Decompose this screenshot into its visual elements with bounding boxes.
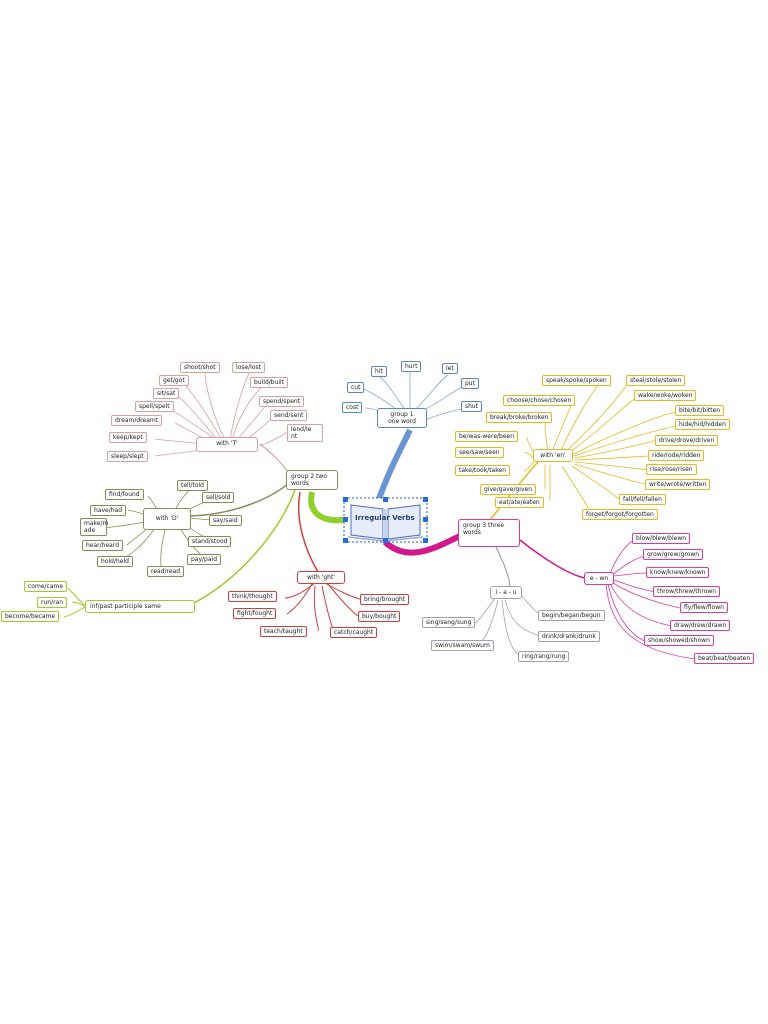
verb-leaf: build/built: [250, 377, 289, 388]
verb-leaf: sing/sang/sung: [422, 617, 476, 628]
verb-leaf: come/came: [24, 581, 68, 592]
verb-leaf: put: [461, 378, 479, 389]
verb-leaf: forget/forgot/forgotten: [582, 509, 658, 520]
verb-leaf: tell/told: [177, 480, 208, 491]
verb-leaf: wake/woke/woken: [634, 390, 697, 401]
verb-leaf: fight/fought: [233, 608, 277, 619]
iau-node: i - a - u: [490, 586, 522, 599]
verb-leaf: take/took/taken: [455, 465, 510, 476]
verb-leaf: pay/paid: [187, 554, 222, 565]
verb-leaf: hear/heard: [82, 540, 123, 551]
verb-leaf: lose/lost: [232, 362, 265, 373]
verb-leaf: let: [442, 363, 458, 374]
verb-leaf: shut: [461, 401, 483, 412]
central-book-icon: [343, 497, 428, 543]
verb-leaf: drive/drove/driven: [655, 435, 719, 446]
verb-leaf: draw/drew/drawn: [670, 620, 731, 631]
central-topic: Irregular Verbs: [355, 514, 415, 522]
verb-leaf: run/ran: [37, 597, 68, 608]
with-d-node: with 'D': [143, 508, 191, 530]
branch-group3: [382, 532, 464, 556]
verb-leaf: drink/drank/drunk: [538, 631, 600, 642]
verb-leaf: buy/bought: [358, 611, 401, 622]
group3-connectors: [519, 539, 586, 579]
verb-leaf: blow/blew/blewn: [632, 533, 691, 544]
verb-leaf: fly/flew/flown: [680, 602, 728, 613]
verb-leaf: eat/ate/eaten: [495, 497, 544, 508]
verb-leaf: choose/chose/chosen: [503, 395, 576, 406]
verb-leaf: know/knew/known: [646, 567, 710, 578]
ewn-connectors: [605, 539, 696, 660]
verb-leaf: steal/stole/stolen: [626, 375, 686, 386]
group3-node: group 3 three words: [458, 519, 520, 547]
verb-leaf: stand/stood: [188, 536, 232, 547]
verb-leaf: swim/swam/swum: [431, 640, 494, 651]
verb-leaf: speak/spoke/spoken: [542, 375, 611, 386]
verb-leaf: become/became: [1, 611, 60, 622]
branch-group2: [308, 491, 344, 524]
verb-leaf: ride/rode/ridden: [648, 450, 705, 461]
with-ght-connectors: [284, 582, 361, 632]
group3-gray-connector: [494, 544, 511, 589]
verb-leaf: ring/rang/rung: [518, 651, 570, 662]
verb-leaf: sell/sold: [202, 492, 235, 503]
with-ght-node: with 'ght': [297, 571, 345, 584]
with-t-node: with 'T': [196, 437, 258, 452]
verb-leaf: sleep/slept: [107, 451, 148, 462]
verb-leaf: hit: [371, 366, 387, 377]
verb-leaf: grow/grew/grown: [643, 549, 704, 560]
verb-leaf: hold/held: [97, 556, 133, 567]
verb-leaf: beat/beat/beaten: [694, 653, 755, 664]
verb-leaf: give/gave/given: [480, 484, 537, 495]
verb-leaf: lend/le nt: [287, 424, 323, 442]
verb-leaf: teach/taught: [260, 626, 307, 637]
verb-leaf: keep/kept: [109, 432, 147, 443]
verb-leaf: rise/rose/risen: [646, 464, 697, 475]
verb-leaf: think/thought: [228, 591, 277, 602]
verb-leaf: sit/sat: [153, 388, 180, 399]
verb-leaf: throw/threw/thrown: [653, 586, 721, 597]
with-en-node: with 'en': [533, 449, 573, 462]
verb-leaf: be/was-were/been: [455, 431, 519, 442]
group2-lime-connectors: [189, 489, 296, 606]
verb-leaf: write/wrote/written: [645, 479, 711, 490]
verb-leaf: make/m ade: [80, 518, 108, 536]
verb-leaf: fall/fell/fallen: [619, 494, 666, 505]
verb-leaf: find/found: [105, 489, 144, 500]
verb-leaf: say/said: [209, 515, 242, 526]
inf-same-connectors: [63, 587, 86, 618]
verb-leaf: see/saw/seen: [455, 447, 504, 458]
verb-leaf: break/broke/broken: [486, 412, 553, 423]
group2-red-connectors: [297, 491, 319, 573]
verb-leaf: cut: [347, 382, 365, 393]
verb-leaf: dream/dreamt: [111, 415, 163, 426]
verb-leaf: spell/spelt: [135, 401, 174, 412]
verb-leaf: catch/caught: [330, 627, 378, 638]
verb-leaf: spend/spent: [259, 396, 305, 407]
verb-leaf: send/sent: [270, 410, 308, 421]
with-en-connectors: [523, 382, 677, 515]
verb-leaf: get/got: [159, 375, 189, 386]
verb-leaf: read/read: [147, 566, 185, 577]
verb-leaf: show/showed/shown: [644, 635, 714, 646]
verb-leaf: have/had: [90, 505, 127, 516]
verb-leaf: bite/bit/bitten: [675, 405, 725, 416]
group2-node: group 2 two words: [286, 470, 338, 490]
verb-leaf: shoot/shot: [180, 362, 220, 373]
verb-leaf: bring/brought: [360, 594, 410, 605]
group1-node: group 1 one word: [377, 408, 427, 428]
ewn-node: e - wn: [584, 572, 614, 585]
verb-leaf: begin/began/begun: [538, 610, 605, 621]
group2-olive-connectors: [189, 481, 291, 517]
inf-same-node: inf/past participle same: [85, 600, 195, 613]
verb-leaf: hide/hid/hidden: [675, 419, 730, 430]
verb-leaf: cost: [342, 402, 363, 413]
verb-leaf: hurt: [401, 361, 422, 372]
